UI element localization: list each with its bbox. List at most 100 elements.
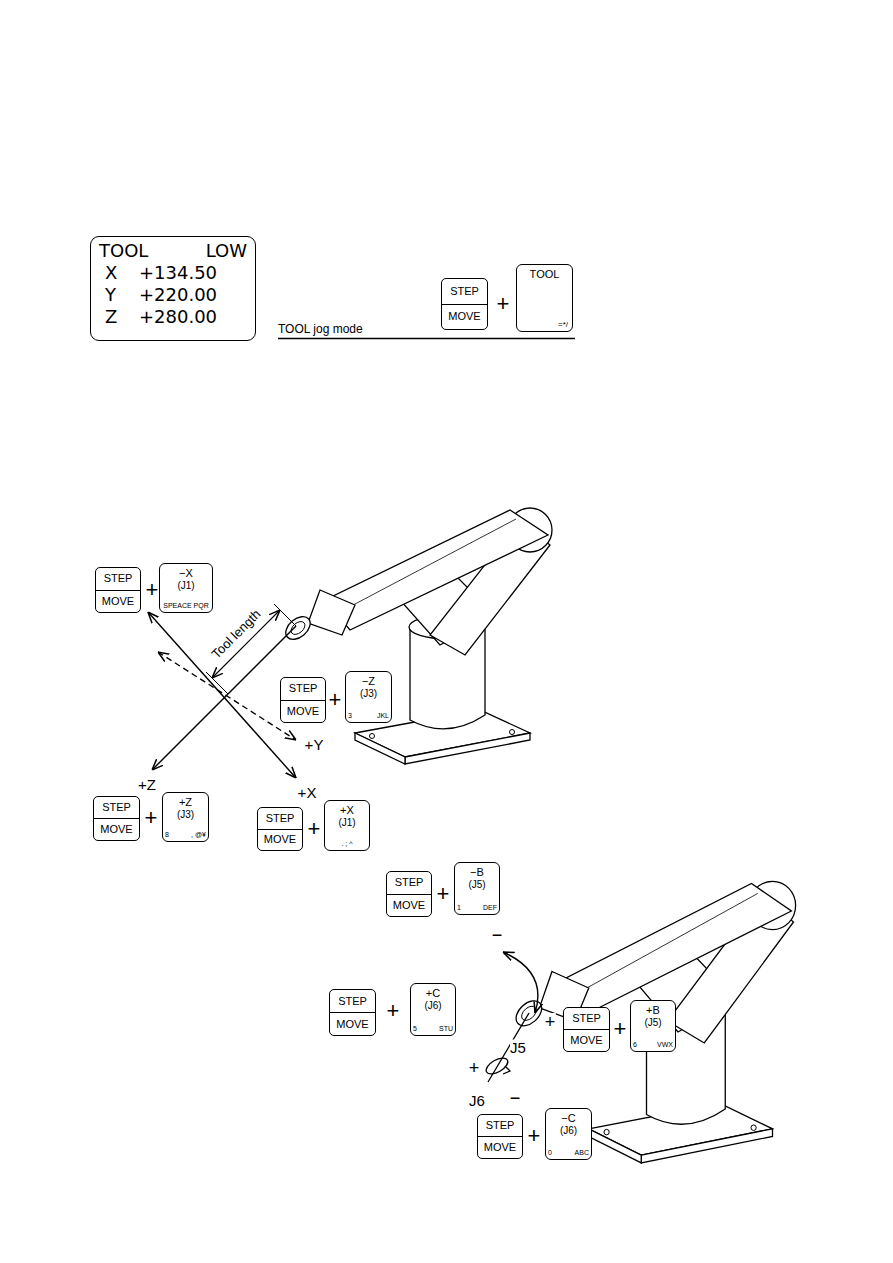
key-label: MOVE	[100, 823, 132, 836]
key-half: STEP	[387, 872, 431, 895]
text-row: STEP	[289, 682, 318, 695]
key-sublabel: 0	[548, 1149, 552, 1157]
text-row: −C	[548, 1112, 589, 1125]
key-sublabel: ABC	[575, 1149, 589, 1157]
plus-sign: +	[308, 818, 321, 840]
axis-value: +134.50	[139, 262, 217, 284]
key-half: MOVE	[330, 1013, 375, 1035]
text-row: −Z	[348, 675, 389, 688]
text-row: Z+280.00	[99, 306, 247, 328]
text-row: MOVE	[484, 1141, 516, 1154]
key-half: MOVE	[258, 830, 302, 851]
key-button: +B(J5)6VWX	[630, 1000, 676, 1052]
key-half: STEP	[94, 797, 139, 819]
y-axis	[158, 652, 296, 740]
key-button: STEP MOVE	[329, 989, 376, 1036]
axis-label: +Y	[305, 737, 324, 752]
text-row: =*/	[521, 320, 568, 329]
key-label: MOVE	[102, 595, 134, 608]
key-button: STEP MOVE	[477, 1114, 523, 1159]
text-row: MOVE	[570, 1034, 602, 1047]
text-row: −B	[457, 866, 497, 879]
key-joint: (J3)	[177, 809, 194, 821]
axis-name: Z	[105, 306, 139, 328]
key-half: MOVE	[564, 1030, 609, 1051]
text-row: TOOL	[521, 268, 568, 281]
text-row: X+134.50	[99, 262, 247, 284]
key-sublabel: 1	[457, 904, 461, 912]
key-label: −C	[561, 1112, 575, 1125]
text-row: STEP	[395, 876, 424, 889]
joint-label: J6	[469, 1093, 485, 1108]
text-row: +X	[327, 804, 367, 817]
text-row: 1DEF	[457, 904, 497, 912]
direction-sign: −	[510, 1089, 521, 1107]
text-row: TOOLLOW	[99, 240, 247, 262]
key-sublabel: , @¥	[191, 831, 206, 839]
underline	[278, 338, 575, 339]
key-joint: (J1)	[177, 580, 194, 592]
axis-name: Y	[105, 284, 139, 306]
axis-label: +X	[298, 785, 317, 800]
key-sublabel: STU	[439, 1025, 453, 1033]
text-row: (J5)	[457, 879, 497, 891]
text-row: MOVE	[448, 310, 480, 323]
key-half: STEP	[478, 1115, 522, 1137]
axis-label: +Z	[138, 777, 156, 792]
key-label: MOVE	[484, 1141, 516, 1154]
key-button: STEP MOVE	[93, 796, 140, 841]
axis-name: X	[105, 262, 139, 284]
key-joint: (J1)	[338, 817, 355, 829]
text-row: STEP	[338, 995, 367, 1008]
text-row: −X	[162, 567, 210, 580]
key-half: STEP	[281, 678, 325, 701]
key-label: MOVE	[336, 1018, 368, 1031]
dimension-label: Tool length	[209, 607, 263, 661]
key-half: MOVE	[94, 819, 139, 840]
text-row: MOVE	[100, 823, 132, 836]
text-row: 5 STU	[413, 1025, 453, 1033]
plus-sign: +	[329, 689, 342, 711]
key-button: −B(J5) 1DEF	[454, 862, 500, 915]
text-row: 0 ABC	[548, 1149, 589, 1157]
key-sublabel: =*/	[558, 320, 568, 329]
key-joint: (J5)	[644, 1017, 661, 1029]
text-row: 6VWX	[633, 1041, 673, 1049]
robot-arm	[281, 508, 552, 764]
text-row: (J1)	[162, 580, 210, 592]
text-row: 8 , @¥	[165, 831, 206, 839]
text-row: (J6)	[413, 1000, 453, 1012]
key-label: STEP	[450, 285, 479, 298]
plus-sign: +	[437, 883, 450, 905]
text-row: MOVE	[287, 705, 319, 718]
key-sublabel: 5	[413, 1025, 417, 1033]
key-label: TOOL	[530, 268, 560, 281]
key-button: +Z(J3) 8 , @¥	[162, 792, 209, 842]
key-label: STEP	[104, 572, 133, 585]
key-sublabel: JKL	[377, 712, 389, 720]
key-half: STEP	[96, 568, 140, 591]
text-row: STEP	[266, 812, 295, 825]
text-row: STEP	[450, 285, 479, 298]
text-row: STEP	[486, 1119, 515, 1132]
key-label: MOVE	[264, 833, 296, 846]
text-row: (J1)	[327, 817, 367, 829]
key-button: STEP MOVE	[95, 567, 141, 613]
key-label: STEP	[572, 1012, 601, 1025]
key-joint: (J6)	[560, 1125, 577, 1137]
plus-sign: +	[497, 293, 510, 315]
key-button: +C(J6)5STU	[410, 983, 456, 1036]
key-label: +Z	[179, 796, 192, 809]
key-sublabel: 8	[165, 831, 169, 839]
key-label: MOVE	[570, 1034, 602, 1047]
plus-sign: +	[614, 1018, 627, 1040]
j6-axis	[488, 1013, 529, 1082]
key-label: MOVE	[287, 705, 319, 718]
text-row: +Z	[165, 796, 206, 809]
plus-sign: +	[146, 579, 159, 601]
key-joint: (J6)	[424, 1000, 441, 1012]
text-row: MOVE	[393, 899, 425, 912]
key-sublabel: VWX	[657, 1041, 673, 1049]
key-button: STEP MOVE	[563, 1007, 610, 1052]
